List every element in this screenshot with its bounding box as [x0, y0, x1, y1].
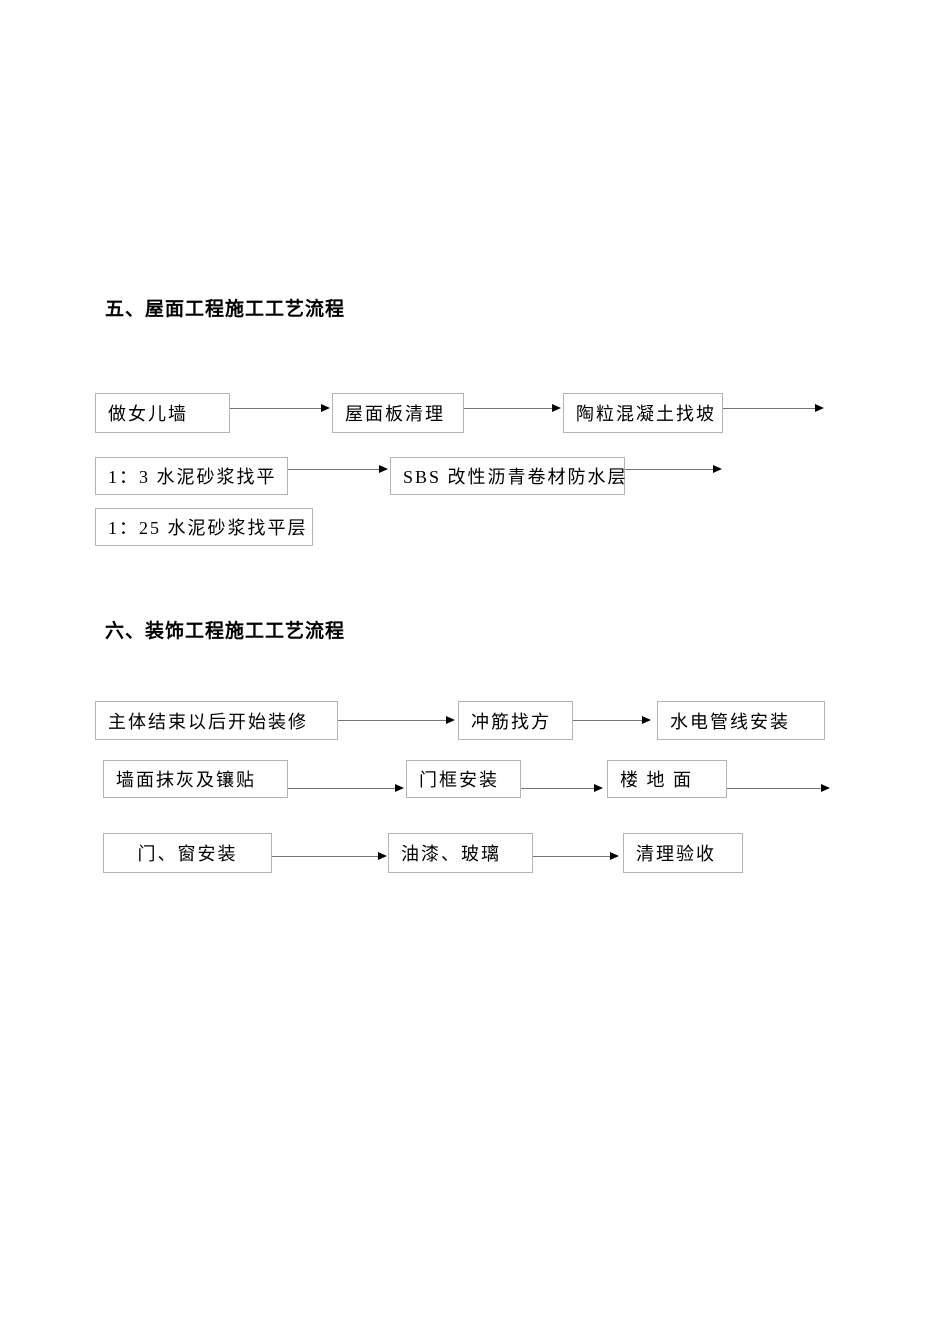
flow-step-box: 1：3 水泥砂浆找平: [95, 457, 288, 495]
arrow-line: [625, 469, 714, 470]
arrow-head-icon: [552, 403, 561, 412]
arrow-line: [727, 788, 822, 789]
arrow-head-icon: [321, 403, 330, 412]
flow-step-box: 门、窗安装: [103, 833, 272, 873]
arrow-line: [272, 856, 379, 857]
flow-step-box: 清理验收: [623, 833, 743, 873]
flow-step-box: 水电管线安装: [657, 701, 825, 740]
flow-step-box: 油漆、玻璃: [388, 833, 533, 873]
flow-step-box: 门框安装: [406, 760, 521, 798]
arrow-line: [723, 408, 816, 409]
arrow-line: [230, 408, 322, 409]
arrow-head-icon: [379, 464, 388, 473]
arrow-line: [338, 720, 447, 721]
flow-step-box: 1：25 水泥砂浆找平层: [95, 508, 313, 546]
flow-step-box: 楼 地 面: [607, 760, 727, 798]
arrow-line: [573, 720, 643, 721]
arrow-head-icon: [446, 715, 455, 724]
arrow-head-icon: [610, 851, 619, 860]
arrow-head-icon: [642, 715, 651, 724]
flow-step-box: 主体结束以后开始装修: [95, 701, 338, 740]
arrow-head-icon: [713, 464, 722, 473]
section-heading-roofing: 五、屋面工程施工工艺流程: [105, 299, 346, 320]
arrow-head-icon: [378, 851, 387, 860]
flow-step-box: 墙面抹灰及镶贴: [103, 760, 288, 798]
arrow-line: [464, 408, 553, 409]
arrow-line: [288, 469, 380, 470]
arrow-line: [533, 856, 611, 857]
section-heading-decoration: 六、装饰工程施工工艺流程: [105, 621, 346, 642]
flow-step-box: 冲筋找方: [458, 701, 573, 740]
flow-step-box: SBS 改性沥青卷材防水层: [390, 457, 626, 495]
flow-step-box: 屋面板清理: [332, 393, 464, 433]
flow-step-box: 陶粒混凝土找坡: [563, 393, 723, 433]
flow-step-box: 做女儿墙: [95, 393, 230, 433]
arrow-head-icon: [815, 403, 824, 412]
arrow-line: [288, 788, 396, 789]
arrow-head-icon: [395, 783, 404, 792]
arrow-line: [521, 788, 595, 789]
arrow-head-icon: [594, 783, 603, 792]
arrow-head-icon: [821, 783, 830, 792]
